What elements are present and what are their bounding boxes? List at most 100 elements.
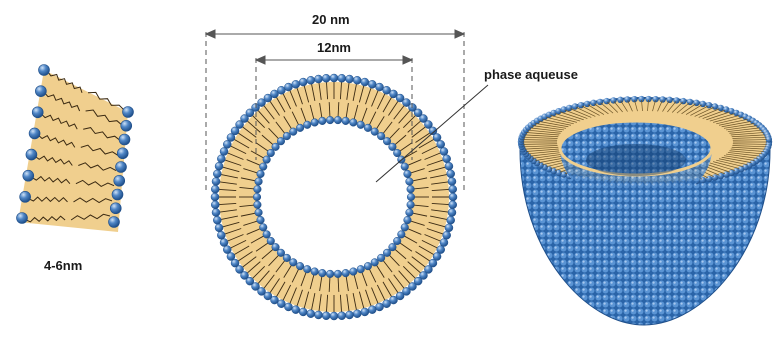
lipid-head (624, 96, 630, 102)
lipid-head (314, 75, 322, 83)
lipid-head (117, 148, 128, 159)
lipid-head (322, 74, 330, 82)
lipid-head (652, 96, 658, 102)
lipid-head (292, 80, 300, 88)
lipid-head (211, 201, 219, 209)
lipid-head (109, 217, 120, 228)
lipid-head (32, 107, 43, 118)
lipid-head (659, 96, 665, 102)
lipid-head (631, 96, 637, 102)
lipid-head (443, 155, 451, 163)
lipid-head (350, 268, 358, 276)
lipid-head (296, 124, 304, 132)
lipid-head (673, 97, 679, 103)
lipid-head (404, 170, 412, 178)
lipid-head (361, 308, 369, 316)
lipid-head (217, 155, 225, 163)
lipid-head (26, 149, 37, 160)
lipid-head (255, 178, 263, 186)
lipid-head (307, 310, 315, 318)
lipid-head (213, 216, 221, 224)
lipid-head (217, 231, 225, 239)
lipid-head (263, 156, 271, 164)
lipid-head (440, 147, 448, 155)
lipid-head (449, 201, 457, 209)
liposome-hemisphere (518, 96, 772, 325)
lipid-head (389, 143, 397, 151)
lipid-head (299, 78, 307, 86)
lipid-head (20, 191, 31, 202)
lipid-head (212, 177, 220, 185)
lipid-head (116, 162, 127, 173)
lipid-head (114, 175, 125, 186)
lipid-head (220, 239, 228, 247)
lipid-head (283, 254, 291, 262)
lipid-head (404, 216, 412, 224)
lipid-head (212, 209, 220, 217)
lipid-head (666, 97, 672, 103)
outer-diameter-label: 20 nm (312, 12, 350, 27)
lipid-head (376, 303, 384, 311)
lipid-head (121, 120, 132, 131)
lipid-head (284, 303, 292, 311)
lipid-head (584, 101, 590, 107)
lipid-head (706, 102, 712, 108)
lipid-head (346, 311, 354, 319)
lipid-head (211, 185, 219, 193)
lipid-head (289, 259, 297, 267)
lipid-head (437, 140, 445, 148)
lipid-head (223, 246, 231, 254)
lipid-head (383, 249, 391, 257)
lipid-head (718, 173, 724, 179)
lipid-head (407, 193, 415, 201)
lipid-head (23, 170, 34, 181)
lipid-head (377, 132, 385, 140)
lipid-head (254, 201, 262, 209)
lipid-head (338, 312, 346, 320)
lipid-head (277, 137, 285, 145)
lipid-head (314, 311, 322, 319)
lipid-head (112, 189, 123, 200)
lipid-head (319, 117, 327, 125)
lipid-head (706, 176, 712, 182)
lipid-head (211, 193, 219, 201)
lipid-head (361, 78, 369, 86)
lipid-head (712, 174, 718, 180)
lipid-head (572, 103, 578, 109)
lipid-head (406, 209, 414, 217)
lipid-head (277, 86, 285, 94)
lipid-head (445, 224, 453, 232)
bilayer-fragment (17, 65, 134, 233)
lipid-head (267, 149, 275, 157)
lipid-head (215, 224, 223, 232)
lipid-head (447, 216, 455, 224)
lipid-head (296, 262, 304, 270)
lipid-head (253, 193, 261, 201)
lipid-head (398, 231, 406, 239)
lipid-head (289, 128, 297, 136)
liposome-cross-section (211, 74, 457, 320)
lipid-head (443, 231, 451, 239)
lipid-head (377, 254, 385, 262)
lipid-head (213, 170, 221, 178)
lipid-head (338, 74, 346, 82)
lipid-head (406, 178, 414, 186)
inner-diameter-label: 12nm (317, 40, 351, 55)
lipid-head (449, 185, 457, 193)
lipid-head (272, 243, 280, 251)
lipid-head (29, 128, 40, 139)
lipid-head (311, 119, 319, 127)
lipid-head (723, 171, 729, 177)
lipid-head (326, 116, 334, 124)
lipid-head (610, 97, 616, 103)
lipid-head (215, 162, 223, 170)
lipid-head (283, 132, 291, 140)
lipid-head (578, 102, 584, 108)
lipid-head (700, 101, 706, 107)
lipid-head (334, 270, 342, 278)
lipid-head (364, 124, 372, 132)
lipid-head (322, 312, 330, 320)
lipid-head (350, 119, 358, 127)
lipid-head (319, 269, 327, 277)
